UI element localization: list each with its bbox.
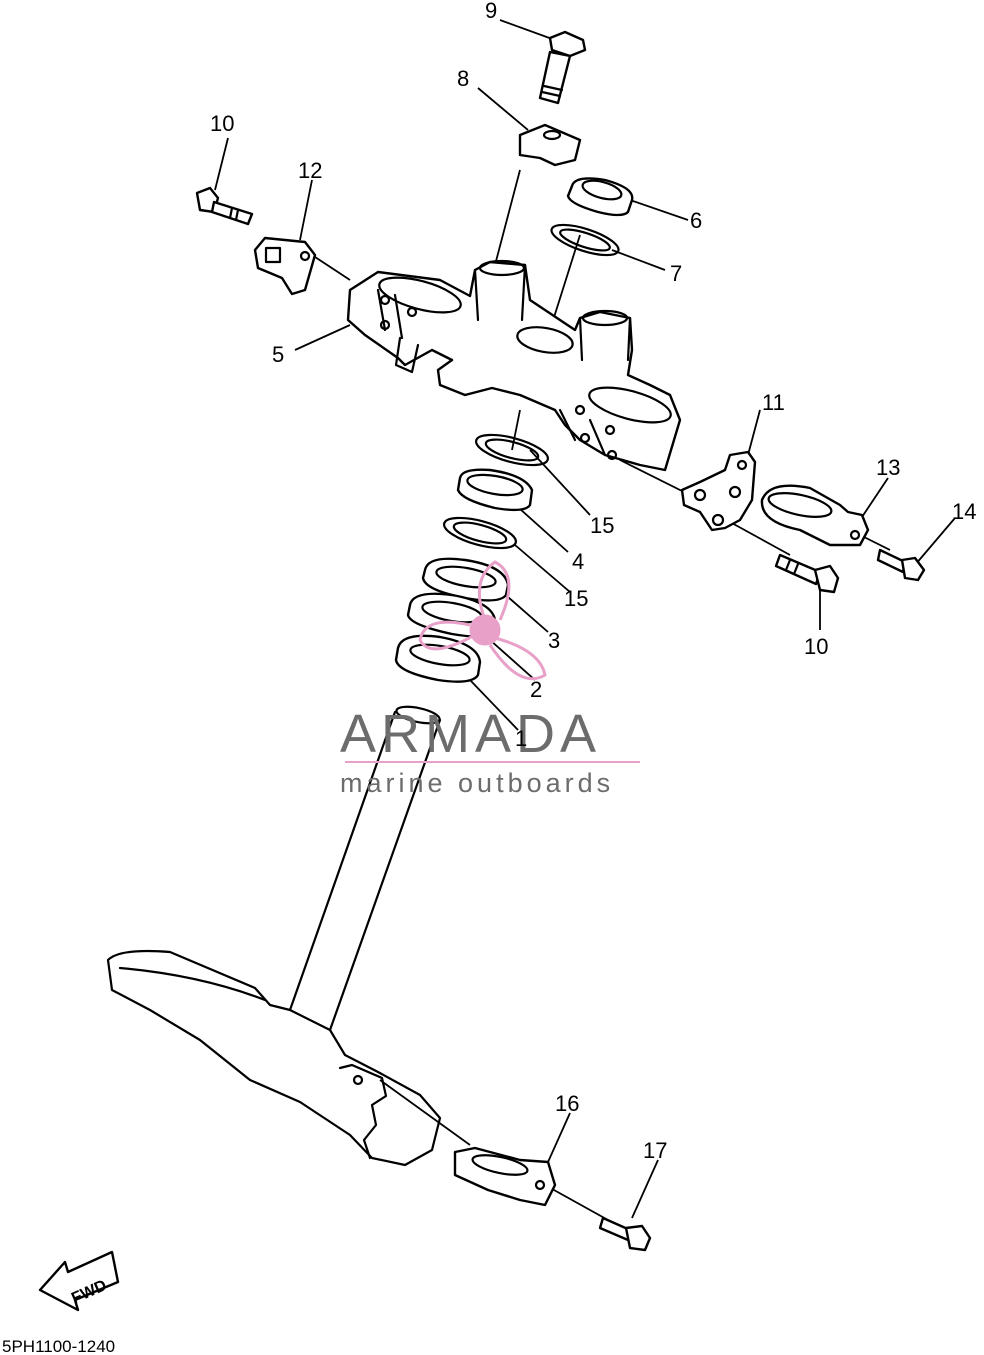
part-7-washer [550, 223, 620, 257]
callout-12: 12 [298, 158, 322, 183]
callout-14: 14 [952, 499, 976, 524]
callout-13: 13 [876, 455, 900, 480]
part-10-bolt-lower [774, 553, 840, 594]
callout-6: 6 [690, 208, 702, 233]
part-17-bolt [598, 1216, 652, 1252]
callout-1: 1 [515, 726, 527, 751]
callout-16: 16 [555, 1091, 579, 1116]
callout-3: 3 [548, 628, 560, 653]
callout-4: 4 [572, 549, 584, 574]
callout-15: 15 [590, 513, 614, 538]
part-6-collar [566, 177, 634, 217]
watermark-tagline: marine outboards [340, 768, 614, 798]
part-10-bolt-upper [195, 186, 254, 226]
callout-17: 17 [643, 1138, 667, 1163]
part-14-bolt [876, 548, 926, 582]
callout-15-lower: 15 [564, 586, 588, 611]
steering-stem [106, 705, 442, 1167]
part-15-washer-lower [443, 516, 517, 550]
part-1-seal [394, 634, 482, 683]
part-4-ring-nut [456, 468, 534, 512]
fwd-arrow-icon: FWD [38, 1250, 120, 1312]
part-12-bracket [253, 236, 317, 296]
watermark-brand: ARMADA [340, 704, 601, 764]
part-13-holder [760, 484, 870, 547]
callout-9: 9 [485, 0, 497, 23]
part-15-washer-upper [475, 433, 549, 467]
part-11-bracket [680, 450, 757, 532]
callouts: 9 8 10 12 6 7 5 11 13 14 15 4 15 10 3 2 … [210, 0, 976, 1163]
diagram-code: 5PH1100-1240 [2, 1337, 115, 1355]
part-16-holder [453, 1146, 557, 1207]
part-5-upper-bracket [346, 259, 682, 472]
part-8-holder [518, 123, 582, 167]
callout-7: 7 [670, 261, 682, 286]
callout-8: 8 [457, 66, 469, 91]
callout-10: 10 [210, 111, 234, 136]
callout-5: 5 [272, 342, 284, 367]
propeller-logo-icon [418, 560, 547, 681]
callout-2: 2 [530, 677, 542, 702]
watermark: ARMADA marine outboards [340, 560, 640, 798]
part-9-bolt [538, 30, 587, 105]
callout-10-lower: 10 [804, 634, 828, 659]
callout-11: 11 [762, 390, 785, 415]
leader-lines [214, 19, 956, 1221]
